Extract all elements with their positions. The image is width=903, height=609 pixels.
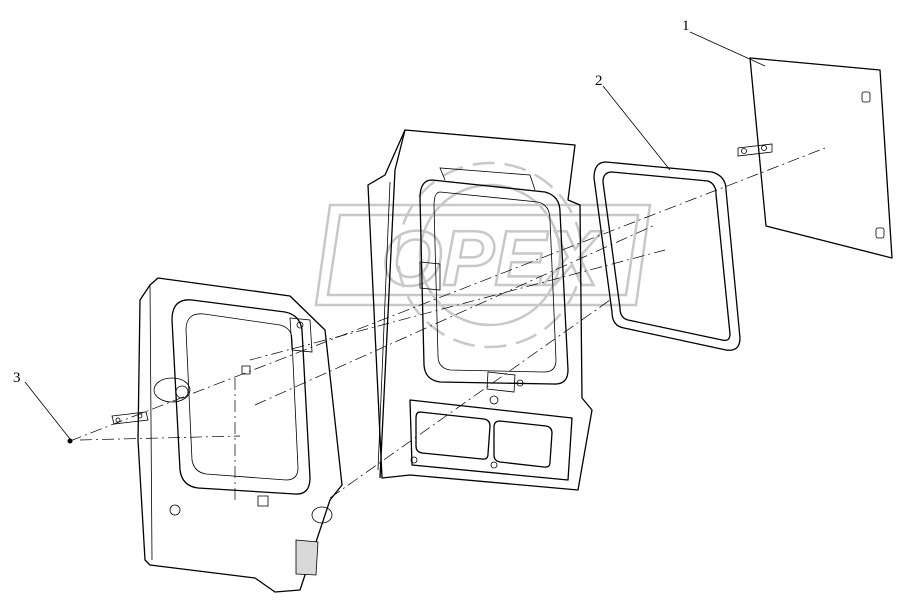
watermark-brand-text: OPEX bbox=[382, 214, 603, 302]
glass-pane bbox=[737, 57, 893, 259]
window-seal bbox=[593, 161, 741, 351]
door-inner-trim-panel bbox=[137, 277, 343, 593]
door-outer-panel bbox=[367, 129, 593, 491]
callout-3: 3 bbox=[13, 370, 21, 386]
callout-1: 1 bbox=[682, 18, 690, 34]
leader-lines bbox=[24, 31, 766, 440]
assembly-centerlines bbox=[69, 147, 826, 500]
opex-watermark-logo: OPEX bbox=[314, 161, 652, 349]
callout-2: 2 bbox=[595, 73, 603, 89]
